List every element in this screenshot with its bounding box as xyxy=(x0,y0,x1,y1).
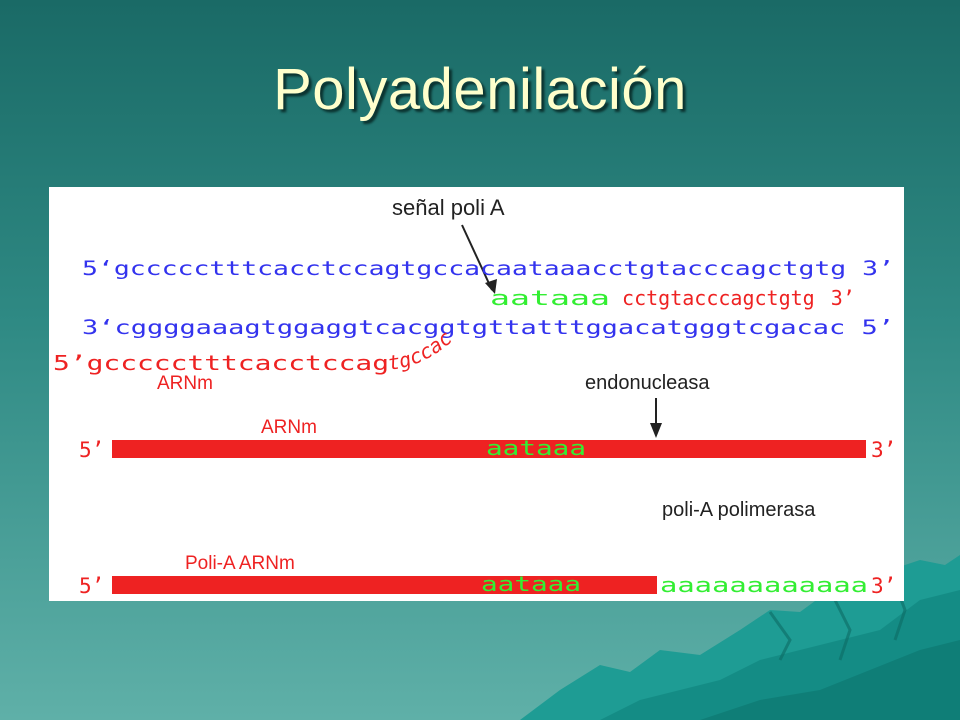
cleaved-fragment: aataaa cctgtacccagctgtg 3’ xyxy=(490,286,855,310)
signal-arrow-head xyxy=(485,279,497,294)
rna-strand-start: 5’gccccctttcacctccag xyxy=(53,351,389,375)
bar2-signal: aataaa xyxy=(481,572,581,596)
polia-tail: aaaaaaaaaaaa xyxy=(660,573,868,597)
polymerase-label: poli-A polimerasa xyxy=(662,499,816,521)
cleaved-green: aataaa xyxy=(490,286,610,310)
slide-title: Polyadenilación xyxy=(273,57,687,122)
bar2-3prime: 3’ xyxy=(871,574,896,598)
bar2-5prime: 5’ xyxy=(79,574,104,598)
endonuclease-arrow-head xyxy=(650,423,662,438)
polia-arnm-label: Poli-A ARNm xyxy=(185,553,295,574)
cleaved-end: 3’ xyxy=(831,286,855,310)
diagram-canvas: señal poli A 5‘gccccctttcacctccagtgccaca… xyxy=(53,195,896,598)
bar1-signal: aataaa xyxy=(486,436,586,460)
top-strand: 5‘gccccctttcacctccagtgccacaataaacctgtacc… xyxy=(82,257,894,280)
signal-label: señal poli A xyxy=(392,195,505,220)
signal-arrow xyxy=(461,224,493,291)
bar1-3prime: 3’ xyxy=(871,438,896,462)
bar1-5prime: 5’ xyxy=(79,438,104,462)
arnm-label-top: ARNm xyxy=(157,373,213,394)
arnm-label-middle: ARNm xyxy=(261,417,317,438)
polyadenylation-diagram: señal poli A 5‘gccccctttcacctccagtgccaca… xyxy=(49,187,904,601)
endonuclease-label: endonucleasa xyxy=(585,372,710,394)
polia-mrna-bar xyxy=(112,576,657,594)
bottom-strand: 3‘cggggaaagtggaggtcacggtgttatttggacatggg… xyxy=(82,316,894,339)
cleaved-red: cctgtacccagctgtg xyxy=(622,286,815,310)
mrna-bar-1 xyxy=(112,440,866,458)
